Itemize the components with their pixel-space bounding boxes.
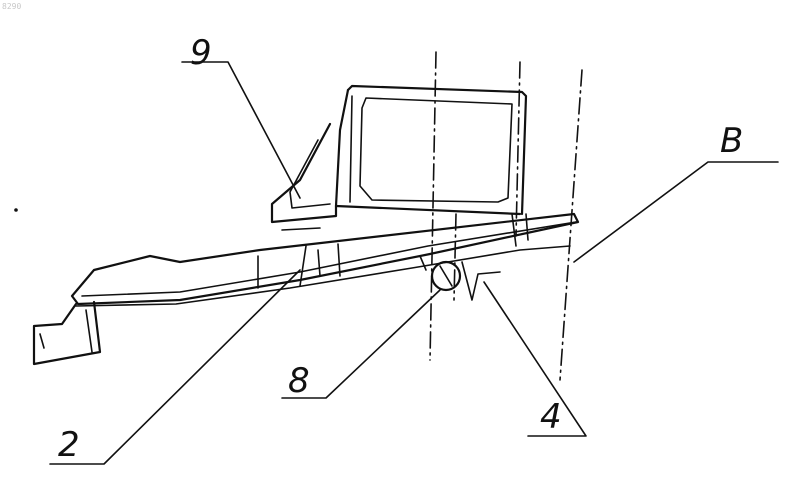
- image-code: 8290: [2, 2, 21, 11]
- leader-4: [484, 282, 586, 436]
- leader-9: [182, 62, 300, 198]
- stray-dot: [14, 208, 18, 212]
- pivot-8: [432, 262, 500, 300]
- leader-lines: [50, 62, 778, 464]
- label-9: 9: [190, 33, 212, 73]
- label-8: 8: [288, 361, 310, 401]
- seat-block: [336, 86, 526, 214]
- leader-B: [574, 162, 778, 262]
- label-B: B: [720, 121, 743, 161]
- label-4: 4: [540, 397, 562, 437]
- label-2: 2: [58, 425, 80, 465]
- bracket-9: [272, 124, 336, 230]
- frame-rail: [34, 214, 578, 364]
